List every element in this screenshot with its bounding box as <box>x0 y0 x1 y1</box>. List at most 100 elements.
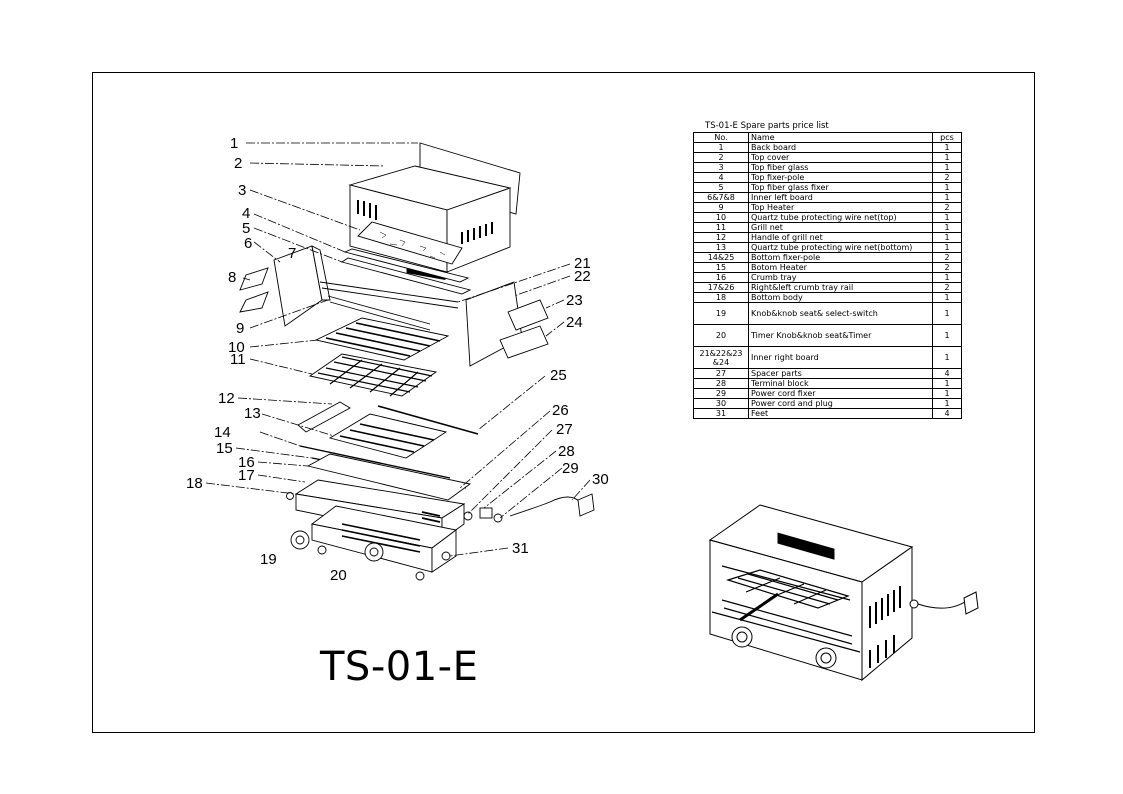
part-qty: 1 <box>932 142 962 153</box>
parts-table-caption: TS-01-E Spare parts price list <box>705 121 829 131</box>
callout-31: 31 <box>512 540 529 557</box>
part-qty: 1 <box>932 242 962 253</box>
callout-5: 5 <box>242 220 250 237</box>
part-qty: 1 <box>932 388 962 399</box>
part-number: 4 <box>693 172 749 183</box>
exploded-parts <box>239 142 595 581</box>
part-name: Knob&knob seat& select-switch <box>748 302 933 325</box>
crumb-tray-part <box>306 453 472 501</box>
part-name: Right&left crumb tray rail <box>748 282 933 293</box>
part-qty: 2 <box>932 262 962 273</box>
callout-10: 10 <box>228 339 245 356</box>
wire-net-bottom-part <box>328 413 448 459</box>
part-number: 10 <box>693 212 749 223</box>
part-name: Power cord fixer <box>748 388 933 399</box>
part-qty: 1 <box>932 182 962 193</box>
knob-left-part <box>290 530 310 550</box>
part-name: Handle of grill net <box>748 232 933 243</box>
part-name: Top Heater <box>748 202 933 213</box>
callout-25: 25 <box>550 367 567 384</box>
part-number: 20 <box>693 324 749 347</box>
callout-30: 30 <box>592 471 609 488</box>
assembled-view <box>708 504 979 682</box>
part-qty: 1 <box>932 292 962 303</box>
part-name: Top fixer-pole <box>748 172 933 183</box>
part-qty: 1 <box>932 232 962 243</box>
part-number: 31 <box>693 408 749 419</box>
callout-19: 19 <box>260 551 277 568</box>
callout-12: 12 <box>218 390 235 407</box>
part-name: Botom Heater <box>748 262 933 273</box>
callout-3: 3 <box>238 182 246 199</box>
part-number: 12 <box>693 232 749 243</box>
part-qty: 1 <box>932 378 962 389</box>
part-number: 27 <box>693 368 749 379</box>
part-qty: 1 <box>932 162 962 173</box>
part-qty: 2 <box>932 282 962 293</box>
part-number: 14&25 <box>693 252 749 263</box>
drawing-frame <box>92 72 1035 733</box>
header-pcs: pcs <box>932 132 962 143</box>
part-qty: 2 <box>932 252 962 263</box>
part-number: 16 <box>693 272 749 283</box>
part-number: 15 <box>693 262 749 273</box>
callout-23: 23 <box>566 292 583 309</box>
part-name: Quartz tube protecting wire net(top) <box>748 212 933 223</box>
callout-13: 13 <box>244 405 261 422</box>
grill-handle-part <box>297 401 351 433</box>
part-name: Quartz tube protecting wire net(bottom) <box>748 242 933 253</box>
callout-15: 15 <box>216 440 233 457</box>
grill-net-part <box>308 353 438 397</box>
part-qty: 1 <box>932 302 962 325</box>
callout-2: 2 <box>234 155 242 172</box>
callout-17: 17 <box>238 467 255 484</box>
part-number: 5 <box>693 182 749 193</box>
callout-6: 6 <box>244 235 252 252</box>
part-number: 13 <box>693 242 749 253</box>
callout-14: 14 <box>214 424 231 441</box>
callout-18: 18 <box>186 475 203 492</box>
part-qty: 1 <box>932 346 962 369</box>
part-qty: 2 <box>932 202 962 213</box>
callout-26: 26 <box>552 402 569 419</box>
header-name: Name <box>748 132 933 143</box>
leader-lines <box>205 142 591 557</box>
part-name: Back board <box>748 142 933 153</box>
part-name: Grill net <box>748 222 933 233</box>
part-number: 17&26 <box>693 282 749 293</box>
callout-20: 20 <box>330 567 347 584</box>
part-qty: 1 <box>932 192 962 203</box>
part-name: Crumb tray <box>748 272 933 283</box>
part-name: Bottom fixer-pole <box>748 252 933 263</box>
part-name: Top cover <box>748 152 933 163</box>
callout-28: 28 <box>558 443 575 460</box>
knob-right-part <box>364 542 384 562</box>
part-number: 30 <box>693 398 749 409</box>
callout-1: 1 <box>230 135 238 152</box>
part-name: Timer Knob&knob seat&Timer <box>748 324 933 347</box>
callout-8: 8 <box>228 269 236 286</box>
callout-16: 16 <box>238 454 255 471</box>
callout-22: 22 <box>574 268 591 285</box>
callout-21: 21 <box>574 255 591 272</box>
part-qty: 4 <box>932 408 962 419</box>
header-no: No. <box>693 132 749 143</box>
part-name: Spacer parts <box>748 368 933 379</box>
part-number: 21&22&23 &24 <box>693 346 749 369</box>
